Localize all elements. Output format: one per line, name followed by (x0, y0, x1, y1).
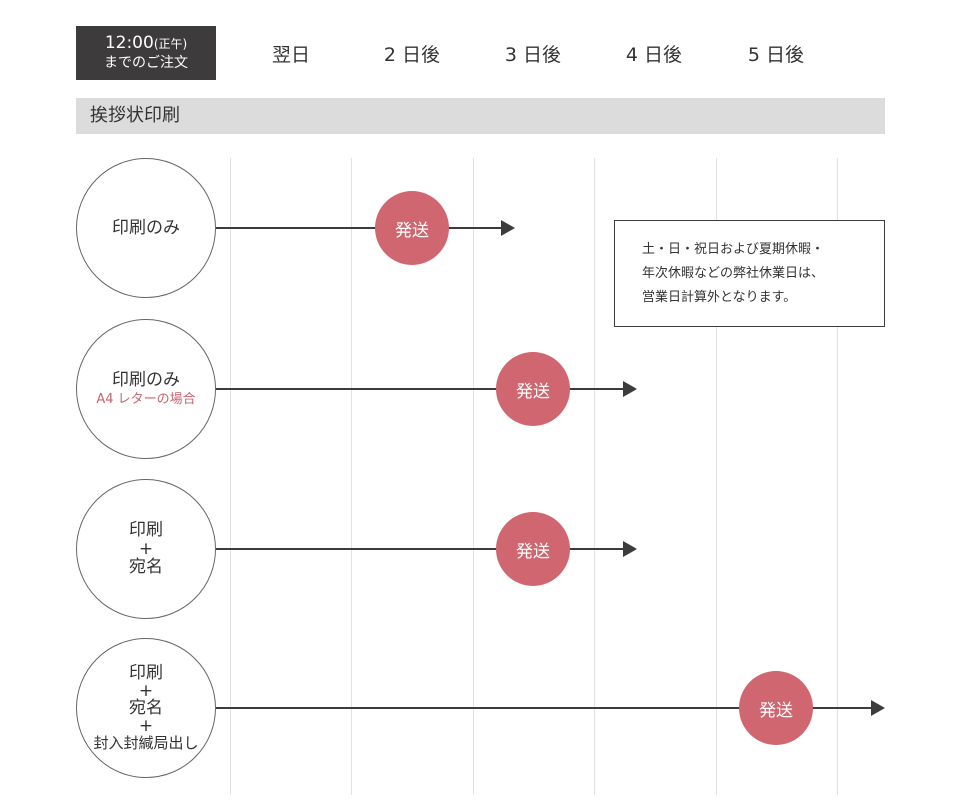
plus-sign: + (138, 539, 154, 559)
day-header-2: 2 日後 (383, 44, 441, 66)
deadline-note: (正午) (153, 36, 188, 51)
ship-marker: 発送 (375, 191, 449, 265)
grid-line (230, 158, 231, 795)
timeline-line (216, 548, 623, 550)
service-label: 封入封緘局出し (93, 733, 199, 752)
service-label: 印刷のみ (112, 369, 180, 390)
plus-sign: + (138, 680, 154, 701)
service-label: 印刷 (129, 662, 163, 683)
arrow-right-icon (871, 700, 885, 716)
service-label: 宛名 (129, 557, 163, 577)
note-line: 土・日・祝日および夏期休暇・ (642, 242, 825, 257)
section-title: 挨拶状印刷 (76, 98, 885, 134)
timeline-line (216, 707, 871, 709)
day-header-1: 翌日 (271, 44, 310, 66)
service-circle-full: 印刷 + 宛名 + 封入封緘局出し (76, 638, 216, 778)
arrow-right-icon (501, 220, 515, 236)
timeline-line (216, 388, 623, 390)
note-line: 年次休暇などの弊社休業日は、 (642, 266, 825, 281)
ship-marker: 発送 (739, 671, 813, 745)
ship-marker: 発送 (496, 512, 570, 586)
deadline-time: 12:00 (104, 32, 154, 53)
grid-line (716, 158, 717, 795)
grid-line (594, 158, 595, 795)
day-header-4: 4 日後 (625, 44, 683, 66)
order-deadline-badge: 12:00(正午) までのご注文 (76, 26, 216, 80)
grid-line (473, 158, 474, 795)
service-label: 宛名 (129, 697, 163, 718)
grid-line (351, 158, 352, 795)
service-circle-print-only: 印刷のみ (76, 158, 216, 298)
ship-marker: 発送 (496, 352, 570, 426)
grid-line (837, 158, 838, 795)
service-sublabel: A4 レターの場合 (96, 391, 196, 407)
service-label: 印刷 (129, 520, 163, 540)
service-label: 印刷のみ (112, 217, 180, 238)
deadline-label: までのご注文 (104, 54, 188, 71)
arrow-right-icon (623, 381, 637, 397)
day-header-3: 3 日後 (504, 44, 562, 66)
plus-sign: + (138, 715, 154, 736)
service-circle-print-address: 印刷 + 宛名 (76, 479, 216, 619)
service-circle-print-only-a4: 印刷のみ A4 レターの場合 (76, 319, 216, 459)
timeline-line (216, 227, 501, 229)
arrow-right-icon (623, 541, 637, 557)
note-line: 営業日計算外となります。 (642, 290, 797, 305)
holiday-note: 土・日・祝日および夏期休暇・ 年次休暇などの弊社休業日は、 営業日計算外となりま… (614, 220, 885, 327)
day-header-5: 5 日後 (747, 44, 805, 66)
